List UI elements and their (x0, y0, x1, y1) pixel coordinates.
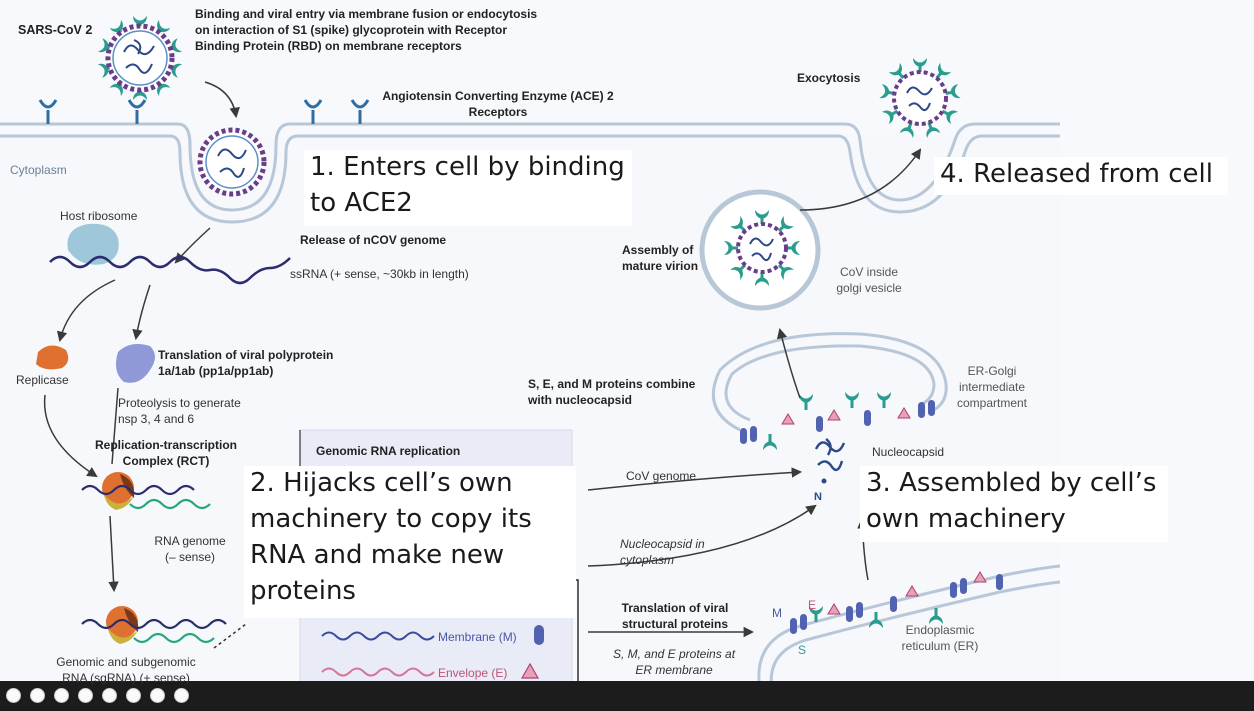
assembly-mature-label: Assembly of mature virion (622, 243, 699, 274)
exocytosed-virion-icon (879, 58, 961, 138)
cov-golgi-label: CoV inside golgi vesicle (836, 265, 902, 296)
cov-genome-label: CoV genome (626, 469, 697, 483)
ergic-membrane (711, 332, 948, 432)
replicase-label: Replicase (16, 373, 69, 387)
polyprotein-icon (116, 344, 155, 383)
virus-icon (97, 16, 183, 100)
play-control-icon-7[interactable] (150, 688, 165, 703)
ergic-proteins (740, 392, 935, 450)
exocytosis-label: Exocytosis (797, 71, 861, 85)
s-label: S (798, 643, 807, 657)
er-golgi-label: ER-Golgi intermediate compartment (956, 364, 1028, 411)
nucleocapsid-cytoplasm-label: Nucleocapsid in cytoplasm (620, 537, 705, 568)
er-membrane (757, 564, 1061, 691)
cytoplasm-label: Cytoplasm (10, 163, 67, 177)
callout-step4: 4. Released from cell (934, 157, 1228, 195)
nucleocapsid-icon (814, 438, 846, 484)
release-genome-label: Release of nCOV genome (300, 233, 447, 247)
e-label: E (808, 598, 817, 612)
receptor-icon (38, 99, 370, 124)
er-label: Endoplasmic reticulum (ER) (901, 623, 979, 654)
play-control-icon-6[interactable] (126, 688, 141, 703)
sme-proteins-label: S, M, and E proteins at ER membrane (612, 647, 736, 678)
callout-step3: 3. Assembled by cell’s own machinery (860, 466, 1168, 542)
membrane-protein-icon (534, 625, 544, 645)
play-control-icon-8[interactable] (174, 688, 189, 703)
ace2-receptors-label: Angiotensin Converting Enzyme (ACE) 2 Re… (382, 89, 614, 120)
sem-combine-label: S, E, and M proteins combine with nucleo… (528, 377, 696, 408)
endocytosed-virion-icon (197, 127, 267, 197)
callout-step1: 1. Enters cell by binding to ACE2 (304, 150, 632, 226)
rtc-complex-icon-2 (81, 606, 247, 649)
rtc-complex-icon (81, 472, 211, 510)
m-label: M (772, 606, 782, 620)
binding-entry-label: Binding and viral entry via membrane fus… (195, 7, 538, 54)
play-control-icon-4[interactable] (78, 688, 93, 703)
ssrna-label: ssRNA (+ sense, ~30kb in length) (290, 267, 469, 281)
play-control-icon-2[interactable] (30, 688, 45, 703)
membrane-rna-strand (321, 631, 435, 641)
ribosome-icon (67, 223, 119, 265)
play-control-icons[interactable] (6, 688, 21, 703)
play-control-icon-5[interactable] (102, 688, 117, 703)
genomic-replication-label: Genomic RNA replication (316, 444, 461, 458)
translation-structural-label: Translation of viral structural proteins (621, 601, 729, 632)
envelope-e-label: Envelope (E) (438, 666, 508, 680)
replicase-icon (36, 345, 69, 370)
rtc-label: Replication-transcription Complex (RCT) (94, 438, 237, 469)
er-proteins (790, 571, 1003, 634)
membrane-m-label: Membrane (M) (438, 630, 517, 644)
play-control-icon-3[interactable] (54, 688, 69, 703)
ssrna-strand (49, 255, 291, 285)
envelope-rna-strand (321, 667, 435, 677)
mature-virion-icon (724, 210, 800, 286)
translation-polyprotein-label: Translation of viral polyprotein 1a/1ab … (158, 348, 334, 379)
nucleocapsid-label: Nucleocapsid (872, 445, 945, 458)
proteolysis-label: Proteolysis to generate nsp 3, 4 and 6 (118, 396, 241, 427)
envelope-protein-icon (520, 662, 540, 679)
genomic-subgenomic-label: Genomic and subgenomic RNA (sgRNA) (+ se… (56, 655, 196, 686)
n-label: N (814, 491, 822, 503)
callout-step2: 2. Hijacks cell’s own machinery to copy … (244, 466, 576, 618)
entry-arrow (204, 81, 240, 119)
rna-genome-label: RNA genome (– sense) (154, 534, 226, 565)
virus-label: SARS-CoV 2 (18, 23, 93, 37)
host-ribosome-label: Host ribosome (60, 209, 138, 223)
